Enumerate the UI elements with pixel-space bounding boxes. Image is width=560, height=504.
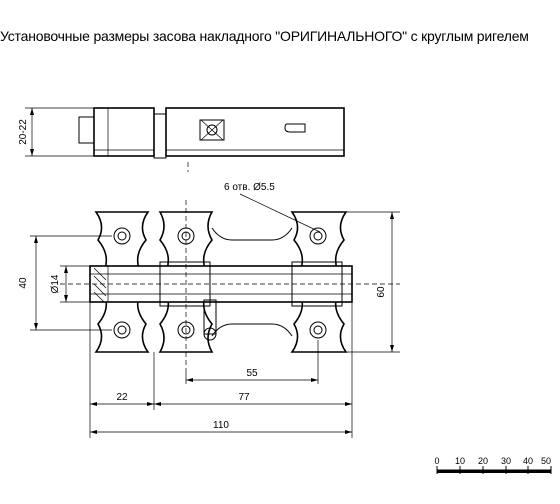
dim-height-40: 40 [18, 277, 29, 289]
scale-bar: 0 10 20 30 40 50 [434, 456, 552, 474]
dim-offset-77: 77 [238, 392, 250, 403]
scale-tick-label: 50 [541, 456, 551, 466]
side-view-slot [284, 123, 306, 133]
side-view-bolt-end [78, 116, 95, 144]
dim-bolt-diameter: Ø14 [50, 274, 61, 293]
side-view-plate [165, 107, 345, 157]
scale-tick-label: 20 [478, 456, 488, 466]
dim-side-height: 20-22 [18, 119, 29, 145]
front-view [60, 200, 400, 370]
dim-height-60: 60 [376, 286, 387, 298]
mounting-holes [113, 227, 327, 339]
dim-total-110: 110 [213, 420, 229, 431]
dim-holes-note: 6 отв. Ø5.5 [224, 182, 275, 193]
middle-mounting-plate [158, 211, 214, 353]
dimensions: 40 Ø14 60 55 22 77 [18, 211, 400, 438]
drawing-title: Установочные размеры засова накладного "… [0, 28, 529, 44]
side-view-pin [206, 124, 218, 136]
scale-tick-label: 40 [523, 456, 533, 466]
left-mounting-plate [94, 211, 150, 353]
scale-tick-label: 10 [455, 456, 465, 466]
scale-tick-label: 30 [501, 456, 511, 466]
dim-offset-22: 22 [116, 392, 128, 403]
side-view-holder [93, 107, 155, 157]
side-view: 20-22 [18, 107, 345, 172]
side-view-knob [153, 113, 167, 159]
scale-tick-label: 0 [434, 456, 439, 466]
dim-length-55: 55 [246, 368, 258, 379]
bolt-handle-knob [203, 299, 217, 335]
